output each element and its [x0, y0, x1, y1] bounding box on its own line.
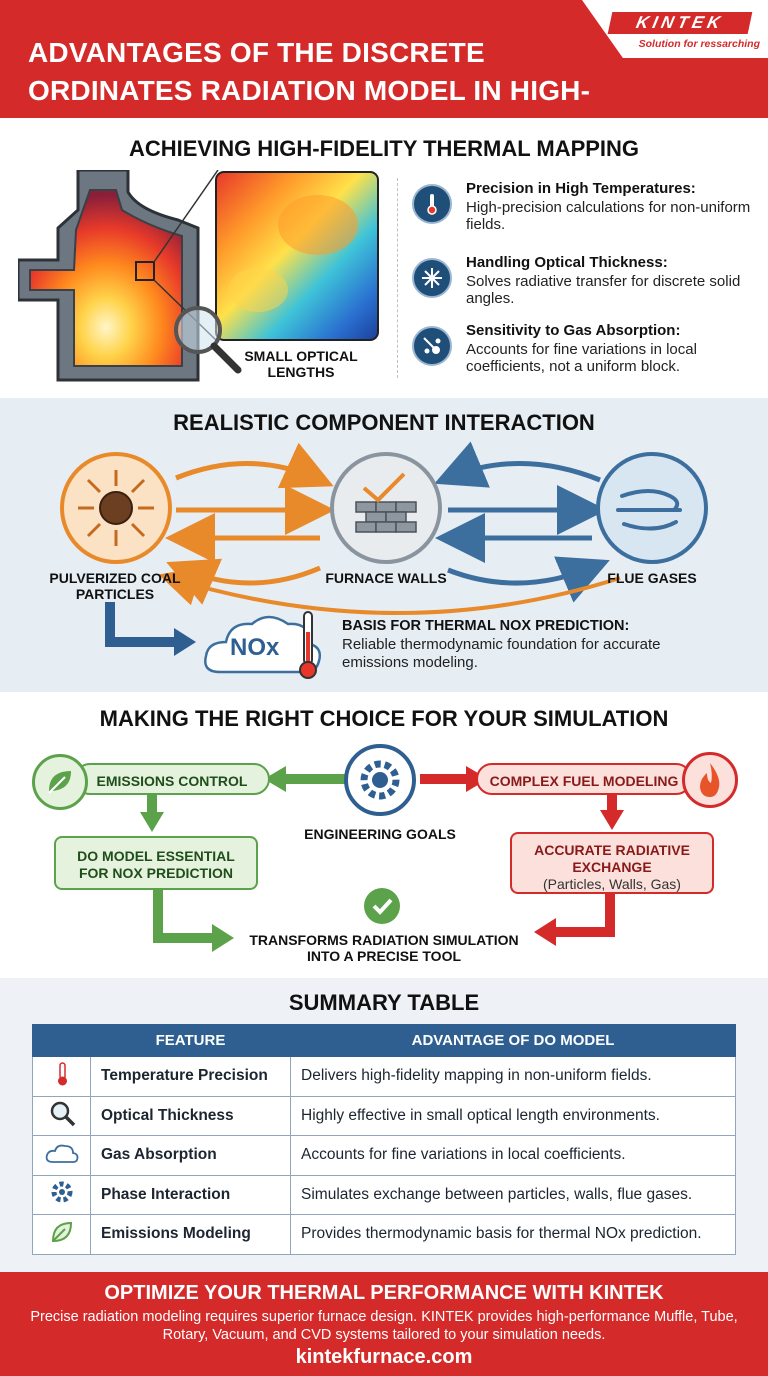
- feature-text: High-precision calculations for non-unif…: [466, 199, 751, 233]
- cloud-icon: [32, 1135, 91, 1176]
- emissions-control-option[interactable]: EMISSIONS CONTROL: [74, 763, 270, 795]
- outcome-label: TRANSFORMS RADIATION SIMULATION INTO A P…: [249, 932, 519, 964]
- gear-icon: [32, 1174, 91, 1215]
- summary-table-section: Summary Table FEATURE ADVANTAGE OF DO MO…: [0, 978, 768, 1272]
- kintek-logo[interactable]: KINTEK: [607, 12, 753, 34]
- furnace-chamber: [29, 189, 183, 367]
- small-optical-lengths-label: SMALL OPTICAL LENGTHS: [244, 348, 358, 380]
- nox-text: Reliable thermodynamic foundation for ac…: [342, 636, 661, 671]
- table-header-row: FEATURE ADVANTAGE OF DO MODEL: [32, 1024, 736, 1057]
- walls-label: FURNACE WALLS: [325, 570, 447, 586]
- nox-badge: NOx: [230, 634, 280, 661]
- wind-icon: [616, 489, 682, 531]
- feature-optical-thickness: Handling Optical Thickness: Solves radia…: [412, 254, 757, 320]
- table-cell-advantage: Accounts for fine variations in local co…: [290, 1135, 736, 1176]
- footer-text: Precise radiation modeling requires supe…: [30, 1309, 738, 1343]
- zoom-marker: [135, 261, 155, 281]
- feature-text: Solves radiative transfer for discrete s…: [466, 273, 741, 307]
- feature-precision: Precision in High Temperatures: High-pre…: [412, 180, 757, 246]
- table-cell-advantage: Highly effective in small optical length…: [290, 1095, 736, 1136]
- table-row: Phase Interaction Simulates exchange bet…: [32, 1174, 736, 1215]
- magnifier-icon: [174, 306, 222, 354]
- table-cell-feature: Temperature Precision: [90, 1056, 291, 1097]
- coal-label: PULVERIZED COAL PARTICLES: [49, 570, 181, 602]
- header-banner: Advantages of the Discrete Ordinates Rad…: [0, 0, 768, 118]
- feature-title: Sensitivity to Gas Absorption:: [466, 322, 681, 339]
- absorption-icon: [412, 326, 452, 366]
- footer-title: Optimize Your Thermal Performance with K…: [104, 1282, 664, 1304]
- flame-icon: [700, 763, 720, 797]
- feature-gas-absorption: Sensitivity to Gas Absorption: Accounts …: [412, 322, 757, 388]
- complex-fuel-option[interactable]: COMPLEX FUEL MODELING: [476, 763, 692, 795]
- table-cell-feature: Gas Absorption: [90, 1135, 291, 1176]
- radiative-exchange-box: ACCURATE RADIATIVE EXCHANGE (Particles, …: [510, 832, 714, 894]
- table-row: Emissions Modeling Provides thermodynami…: [32, 1214, 736, 1255]
- feature-title: Precision in High Temperatures:: [466, 180, 696, 197]
- page-title: Advantages of the Discrete Ordinates Rad…: [28, 37, 591, 118]
- table-header-advantage: ADVANTAGE OF DO MODEL: [290, 1024, 736, 1057]
- table-cell-advantage: Provides thermodynamic basis for thermal…: [290, 1214, 736, 1255]
- nox-cloud: [204, 611, 321, 679]
- do-model-box: DO MODEL ESSENTIAL FOR NOx PREDICTION: [54, 836, 258, 890]
- radiative-exchange-title: ACCURATE RADIATIVE EXCHANGE: [534, 842, 690, 875]
- simulation-choice-section: Making the Right Choice for Your Simulat…: [0, 692, 768, 978]
- thermometer-icon: [412, 184, 452, 224]
- coal-node: [60, 452, 172, 564]
- thermal-mapping-section: Achieving High-Fidelity Thermal Mapping: [0, 118, 768, 398]
- leaf-icon: [48, 771, 71, 794]
- footer-url-link[interactable]: kintekfurnace.com: [295, 1346, 473, 1368]
- section-title-simulation-choice: Making the Right Choice for Your Simulat…: [99, 706, 669, 731]
- heatmap-inset: [215, 171, 379, 341]
- footer-banner: Optimize Your Thermal Performance with K…: [0, 1272, 768, 1376]
- table-cell-advantage: Delivers high-fidelity mapping in non-un…: [290, 1056, 736, 1097]
- engineering-goals-label: ENGINEERING GOALS: [304, 826, 456, 842]
- table-cell-feature: Optical Thickness: [90, 1095, 291, 1136]
- gases-node: [596, 452, 708, 564]
- interaction-arrows: [158, 441, 621, 615]
- table-row: Gas Absorption Accounts for fine variati…: [32, 1135, 736, 1176]
- feature-text: Accounts for fine variations in local co…: [466, 341, 697, 375]
- section-title-summary-table: Summary Table: [288, 990, 480, 1015]
- table-header-feature: FEATURE: [90, 1024, 291, 1057]
- feature-title: Handling Optical Thickness:: [466, 254, 668, 271]
- nox-title: BASIS FOR THERMAL NOx PREDICTION:: [342, 618, 630, 634]
- coal-particle-icon: [78, 470, 154, 546]
- section-title-thermal-mapping: Achieving High-Fidelity Thermal Mapping: [128, 136, 640, 161]
- thermometer-icon: [32, 1056, 91, 1097]
- check-icon: [364, 888, 400, 924]
- brick-wall-icon: [355, 472, 417, 533]
- nox-arrow: [105, 602, 196, 656]
- section1-divider: [397, 178, 398, 378]
- table-cell-advantage: Simulates exchange between particles, wa…: [290, 1174, 736, 1215]
- table-row: Temperature Precision Delivers high-fide…: [32, 1056, 736, 1097]
- section-title-component-interaction: Realistic Component Interaction: [173, 410, 595, 435]
- flame-badge: [682, 752, 738, 808]
- table-cell-feature: Emissions Modeling: [90, 1214, 291, 1255]
- table-cell-feature: Phase Interaction: [90, 1174, 291, 1215]
- decision-arrows: [140, 766, 624, 952]
- magnifier-icon: [32, 1095, 91, 1136]
- rays-icon: [412, 258, 452, 298]
- gases-label: FLUE GASES: [607, 570, 697, 586]
- walls-node: [330, 452, 442, 564]
- engineering-goals-node: [344, 744, 416, 816]
- table-header-icon: [32, 1024, 91, 1057]
- summary-table: FEATURE ADVANTAGE OF DO MODEL Temperatur…: [32, 1024, 736, 1255]
- gear-wrench-icon: [360, 760, 400, 800]
- radiative-exchange-sub: (Particles, Walls, Gas): [543, 876, 681, 892]
- component-interaction-section: Realistic Component Interaction PULVERIZ…: [0, 398, 768, 692]
- leaf-badge: [32, 754, 88, 810]
- logo-tagline: Solution for ressarching: [638, 38, 760, 50]
- table-row: Optical Thickness Highly effective in sm…: [32, 1095, 736, 1136]
- leaf-icon: [32, 1214, 91, 1255]
- furnace-illustration: [18, 170, 379, 382]
